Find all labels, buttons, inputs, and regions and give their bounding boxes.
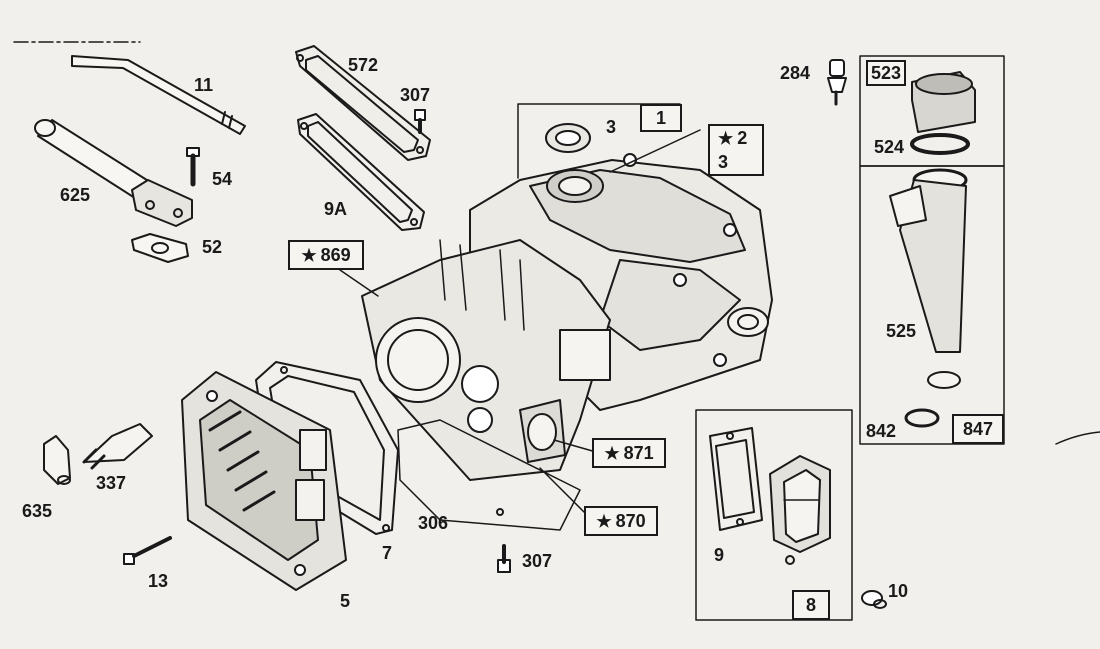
part-572-cover bbox=[295, 45, 431, 161]
leader-871 bbox=[553, 439, 597, 453]
label-337: 337 bbox=[96, 473, 127, 493]
leader-870 bbox=[539, 467, 585, 513]
part-8-breather-box bbox=[695, 409, 853, 621]
box-part-1-text: 1 bbox=[655, 108, 666, 128]
label-524: 524 bbox=[874, 137, 905, 157]
oil-fill-assembly-box bbox=[859, 55, 1005, 445]
star-icon: ★ bbox=[604, 443, 620, 463]
box-part-8: 8 bbox=[792, 590, 830, 620]
box-part-871-text: 871 bbox=[623, 443, 654, 463]
label-7: 7 bbox=[382, 543, 393, 563]
label-52: 52 bbox=[202, 237, 223, 257]
label-307-bottom: 307 bbox=[522, 551, 553, 571]
box-part-2-text: 2 bbox=[737, 128, 748, 148]
label-635: 635 bbox=[22, 501, 53, 521]
label-625: 625 bbox=[60, 185, 91, 205]
part-3-oil-seal bbox=[545, 123, 591, 153]
box-part-2-row: ★2 bbox=[718, 129, 747, 147]
part-52-gasket bbox=[131, 233, 189, 263]
part-284-fitting bbox=[827, 59, 847, 106]
star-icon: ★ bbox=[596, 511, 612, 531]
part-306-gasket bbox=[397, 419, 581, 531]
part-10-plug bbox=[861, 590, 887, 609]
edge-arc bbox=[1055, 431, 1100, 445]
box-part-869: ★869 bbox=[288, 240, 364, 270]
label-284: 284 bbox=[780, 63, 811, 83]
box-part-870: ★870 bbox=[584, 506, 658, 536]
label-5: 5 bbox=[340, 591, 351, 611]
box-part-870-text: 870 bbox=[615, 511, 646, 531]
label-10: 10 bbox=[888, 581, 909, 601]
part-9A-gasket bbox=[297, 113, 425, 231]
box-part-523: 523 bbox=[866, 60, 906, 86]
part-54-bolt bbox=[186, 147, 200, 187]
box-part-523-text: 523 bbox=[870, 63, 902, 83]
box-part-871: ★871 bbox=[592, 438, 666, 468]
part-635-spark-boot bbox=[43, 435, 71, 485]
box-part-847-text: 847 bbox=[962, 419, 994, 439]
label-54: 54 bbox=[212, 169, 233, 189]
box-part-1: 1 bbox=[640, 104, 682, 132]
part-625-tube-bracket bbox=[34, 119, 193, 227]
label-11: 11 bbox=[194, 75, 214, 95]
part-337-spark-plug bbox=[82, 423, 153, 470]
part-307-screw-bottom bbox=[497, 544, 511, 573]
label-13: 13 bbox=[148, 571, 169, 591]
label-306: 306 bbox=[418, 513, 449, 533]
label-572: 572 bbox=[348, 55, 379, 75]
label-307-top: 307 bbox=[400, 85, 431, 105]
star-icon: ★ bbox=[718, 129, 734, 148]
box-part-2-3: ★2 3 bbox=[708, 124, 764, 176]
part-5-cylinder-head bbox=[181, 371, 347, 591]
box-part-847: 847 bbox=[952, 414, 1004, 444]
label-842: 842 bbox=[866, 421, 897, 441]
label-3-seal: 3 bbox=[606, 117, 617, 137]
label-9A: 9A bbox=[324, 199, 348, 219]
star-icon: ★ bbox=[301, 245, 317, 265]
part-869-cylinder bbox=[339, 239, 611, 481]
label-9: 9 bbox=[714, 545, 725, 565]
box-part-3-text: 3 bbox=[718, 152, 729, 172]
box-part-8-text: 8 bbox=[805, 595, 816, 615]
part-13-bolt bbox=[123, 536, 172, 565]
part-11-dipstick-tube bbox=[71, 55, 246, 135]
part-307-screw-top bbox=[414, 109, 426, 134]
box-part-869-text: 869 bbox=[320, 245, 351, 265]
label-525: 525 bbox=[886, 321, 917, 341]
